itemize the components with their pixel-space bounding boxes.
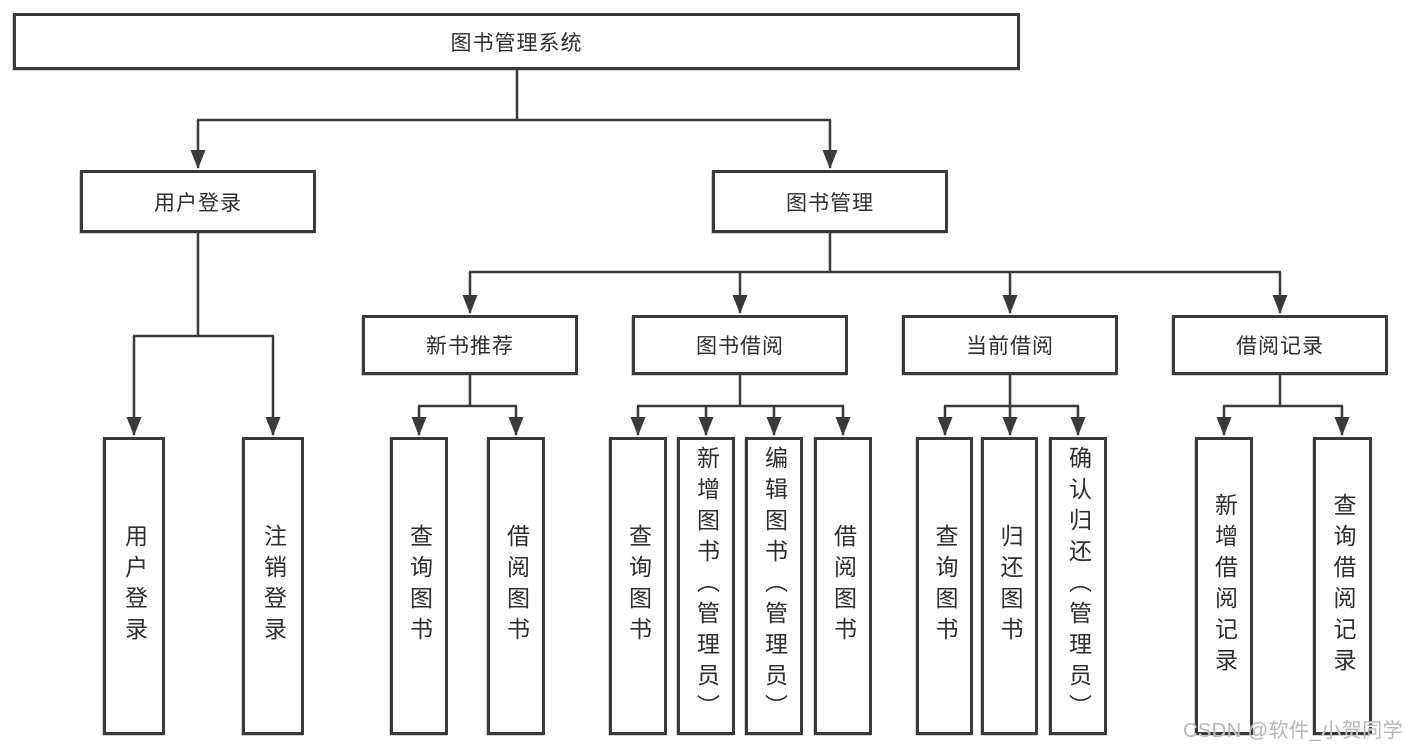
node-borrow-records: 借阅记录 [1172, 315, 1388, 375]
node-book-management-label: 图书管理 [786, 191, 874, 215]
leaf-br-add-record-label: 新增借阅记录 [1211, 493, 1238, 679]
leaf-user-login: 用户登录 [103, 437, 165, 735]
leaf-bb-add-books-admin: 新增图书（管理员） [677, 437, 735, 735]
leaf-cb-return-books: 归还图书 [981, 437, 1038, 735]
node-new-book-recommend-label: 新书推荐 [426, 335, 514, 358]
node-new-book-recommend: 新书推荐 [362, 315, 578, 375]
node-user-login-label: 用户登录 [154, 191, 242, 215]
leaf-nb-query-books-label: 查询图书 [406, 524, 433, 648]
node-root: 图书管理系统 [13, 13, 1020, 70]
node-user-login: 用户登录 [80, 170, 316, 233]
node-current-borrowing-label: 当前借阅 [966, 335, 1054, 358]
leaf-bb-query-books: 查询图书 [609, 437, 667, 735]
node-borrow-records-label: 借阅记录 [1236, 335, 1324, 358]
leaf-bb-edit-books-admin-label: 编辑图书（管理员） [761, 446, 788, 725]
leaf-nb-borrow-books: 借阅图书 [487, 437, 545, 735]
leaf-logout-label: 注销登录 [260, 524, 287, 648]
node-book-borrowing-label: 图书借阅 [696, 335, 784, 358]
leaf-bb-borrow-books-label: 借阅图书 [830, 524, 857, 648]
node-book-borrowing: 图书借阅 [632, 315, 848, 375]
leaf-nb-borrow-books-label: 借阅图书 [503, 524, 530, 648]
leaf-bb-query-books-label: 查询图书 [625, 524, 652, 648]
node-book-management: 图书管理 [712, 170, 948, 233]
leaf-nb-query-books: 查询图书 [390, 437, 448, 735]
leaf-bb-add-books-admin-label: 新增图书（管理员） [693, 446, 720, 725]
leaf-br-add-record: 新增借阅记录 [1195, 437, 1253, 735]
leaf-br-query-record: 查询借阅记录 [1313, 437, 1372, 735]
leaf-bb-borrow-books: 借阅图书 [814, 437, 872, 735]
leaf-cb-confirm-return-admin-label: 确认归还（管理员） [1065, 446, 1092, 725]
leaf-cb-confirm-return-admin: 确认归还（管理员） [1049, 437, 1107, 735]
leaf-br-query-record-label: 查询借阅记录 [1330, 493, 1356, 679]
leaf-cb-query-books-label: 查询图书 [932, 524, 958, 648]
csdn-watermark: CSDN @软件_小贺同学 [1183, 720, 1404, 742]
node-current-borrowing: 当前借阅 [902, 315, 1118, 375]
leaf-cb-query-books: 查询图书 [916, 437, 973, 735]
leaf-logout: 注销登录 [242, 437, 304, 735]
leaf-user-login-label: 用户登录 [121, 524, 148, 648]
leaf-cb-return-books-label: 归还图书 [997, 524, 1023, 648]
node-root-label: 图书管理系统 [450, 31, 583, 55]
leaf-bb-edit-books-admin: 编辑图书（管理员） [745, 437, 803, 735]
